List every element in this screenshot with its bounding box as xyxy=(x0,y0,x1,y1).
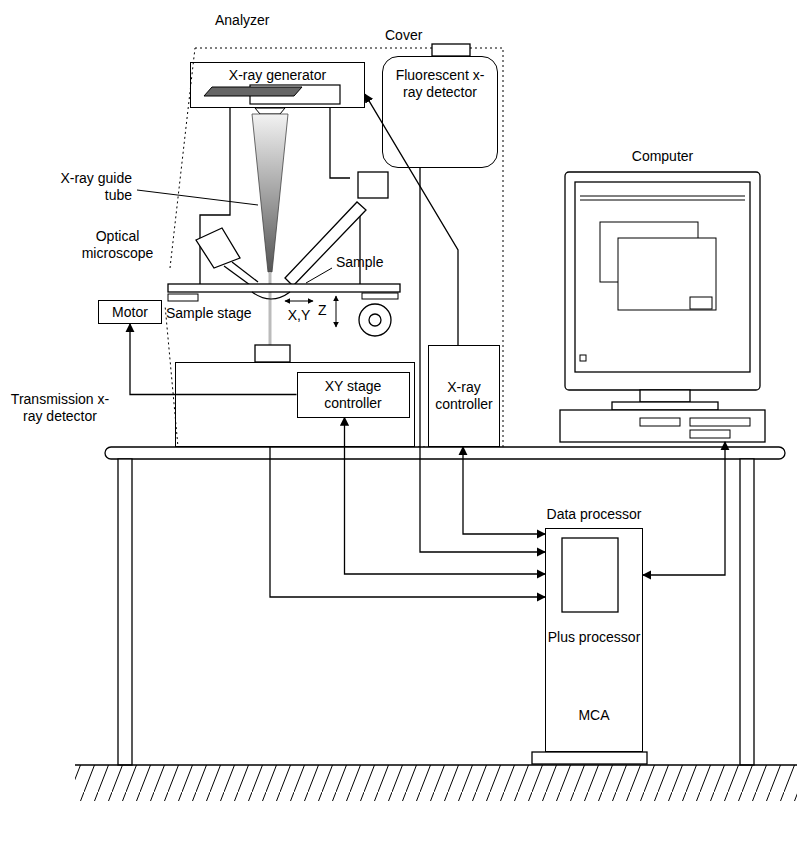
node-text: Plus processor xyxy=(546,629,642,646)
part-label: X-ray guide tube xyxy=(58,170,132,204)
computer-node: Computer xyxy=(558,148,767,442)
data-processor-drawing xyxy=(532,538,647,764)
part-label: Sample stage xyxy=(166,305,262,322)
cover-outline xyxy=(165,48,503,447)
node-label: X-ray controller xyxy=(431,379,497,413)
part-label: Z xyxy=(318,302,332,319)
signal-connector xyxy=(365,94,458,345)
node-text: MCA xyxy=(546,707,642,724)
x-ray-tube-internals xyxy=(204,85,340,114)
floor xyxy=(75,765,797,801)
detector-base-box: Transmission x-ray detectorXY stage cont… xyxy=(175,362,415,447)
z-motion-arrow xyxy=(336,296,337,327)
leader-line xyxy=(137,190,258,205)
node-label: Transmission x-ray detector xyxy=(4,391,116,425)
leader-line xyxy=(306,268,332,283)
node-label: Computer xyxy=(632,148,693,165)
x-ray-generator-box: X-ray generator xyxy=(190,62,365,108)
signal-connector xyxy=(270,447,545,597)
table xyxy=(105,447,785,765)
signal-connector xyxy=(130,324,297,395)
node-label: XY stage controller xyxy=(302,378,405,412)
xy-motion-arrow xyxy=(285,301,313,302)
part-label: Analyzer xyxy=(215,12,295,29)
controller-box: X-ray controller xyxy=(428,345,500,447)
motor-box: Motor xyxy=(98,300,162,324)
controller-box: XY stage controller xyxy=(297,372,410,418)
node-label: X-ray generator xyxy=(229,67,326,84)
x-ray-beam xyxy=(269,272,272,345)
computer-drawing xyxy=(560,172,765,442)
data-processor-box: Data processorPlus processorMCA xyxy=(545,528,643,752)
node-label: Motor xyxy=(112,304,148,321)
signal-connector xyxy=(643,442,725,575)
node-label: Fluorescent x-ray detector xyxy=(387,67,493,101)
x-ray-guide-tube xyxy=(252,114,288,272)
optical-microscope xyxy=(196,228,258,285)
signal-connector xyxy=(345,418,546,575)
part-label: Sample xyxy=(336,254,388,271)
node-label: Data processor xyxy=(547,506,642,523)
signal-connector xyxy=(463,447,545,534)
part-label: Optical microscope xyxy=(70,228,165,262)
detector-head xyxy=(255,345,290,362)
detector-box: Fluorescent x-ray detector xyxy=(382,56,498,168)
part-label: X,Y xyxy=(284,307,314,324)
part-label: Cover xyxy=(385,27,431,44)
signal-connector xyxy=(420,168,545,552)
